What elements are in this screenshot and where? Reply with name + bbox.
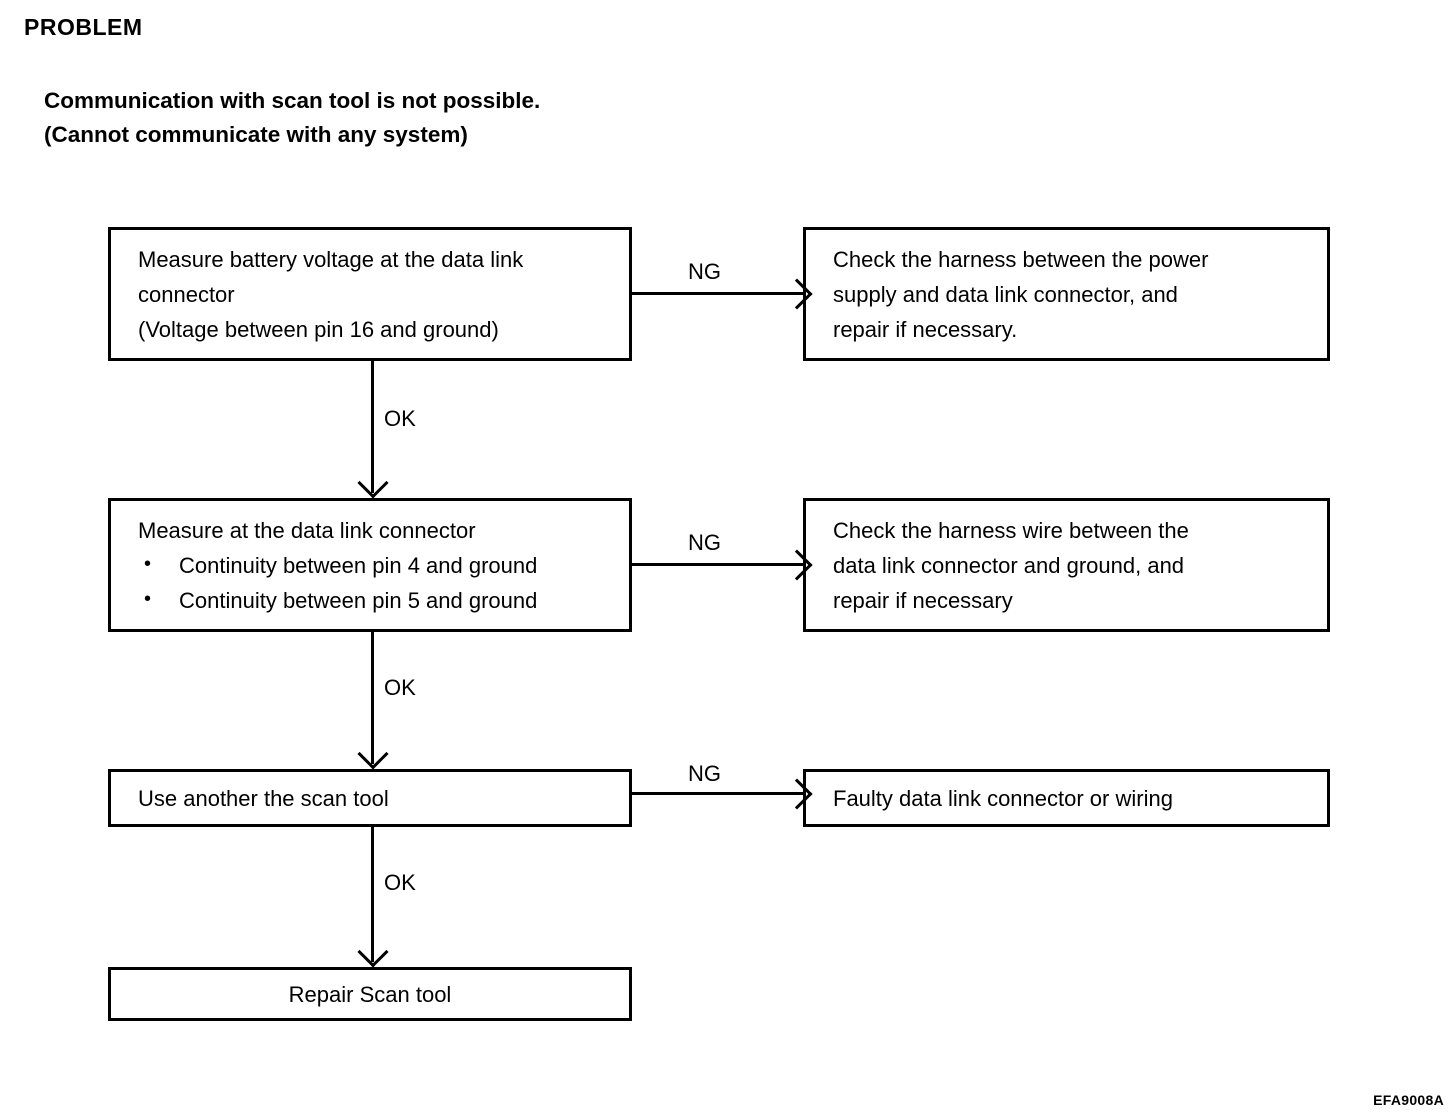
flow-node-text-line: Measure battery voltage at the data link <box>138 246 524 272</box>
flow-node-bullet-item: Continuity between pin 4 and ground <box>138 547 629 583</box>
flow-edge-label-ok-1: OK <box>384 406 416 431</box>
flow-node-repair-tool: Repair Scan tool <box>108 967 632 1021</box>
flow-edge-label-ng-3: NG <box>688 761 721 786</box>
flow-node-check-ground: Check the harness wire between the data … <box>803 498 1330 632</box>
figure-code: EFA9008A <box>1373 1092 1444 1108</box>
page-title: PROBLEM <box>24 14 143 40</box>
flow-node-text-line: Use another the scan tool <box>138 785 389 811</box>
flow-edge-label-ng-2: NG <box>688 530 721 555</box>
flow-node-measure-dlc: Measure at the data link connector Conti… <box>108 498 632 632</box>
flow-edge-ok-3-arrow <box>371 827 374 962</box>
flow-edge-label-ok-2: OK <box>384 675 416 700</box>
flow-edge-ok-2-arrow <box>371 632 374 764</box>
flow-node-another-tool: Use another the scan tool <box>108 769 632 827</box>
flow-edge-ng-1-arrow <box>632 292 806 295</box>
flow-node-text-line: Check the harness between the power <box>833 246 1209 272</box>
flow-node-text-line: (Voltage between pin 16 and ground) <box>138 316 499 342</box>
flow-node-faulty-dlc: Faulty data link connector or wiring <box>803 769 1330 827</box>
flow-node-text-line: Repair Scan tool <box>288 981 452 1007</box>
flow-node-bullet-item: Continuity between pin 5 and ground <box>138 582 629 618</box>
flow-node-measure-battery: Measure battery voltage at the data link… <box>108 227 632 361</box>
flow-edge-ng-2-arrow <box>632 563 806 566</box>
flow-node-text-line: repair if necessary <box>833 587 1013 613</box>
flow-node-text-line: connector <box>138 281 235 307</box>
problem-statement-line-1: Communication with scan tool is not poss… <box>44 88 541 113</box>
flow-node-check-power: Check the harness between the power supp… <box>803 227 1330 361</box>
flow-edge-label-ng-1: NG <box>688 259 721 284</box>
flow-node-bullet-list: Continuity between pin 4 and ground Cont… <box>138 547 629 618</box>
flow-node-text-line: Faulty data link connector or wiring <box>833 785 1173 811</box>
problem-statement: Communication with scan tool is not poss… <box>44 84 540 152</box>
flow-node-text-line: repair if necessary. <box>833 316 1018 342</box>
flow-edge-ng-3-arrow <box>632 792 806 795</box>
flow-edge-ok-1-arrow <box>371 361 374 493</box>
flow-node-text-line: Measure at the data link connector <box>138 517 476 543</box>
flow-node-text-line: data link connector and ground, and <box>833 552 1185 578</box>
flow-node-text-line: supply and data link connector, and <box>833 281 1178 307</box>
flow-edge-label-ok-3: OK <box>384 870 416 895</box>
problem-statement-line-2: (Cannot communicate with any system) <box>44 122 468 147</box>
flow-node-text-line: Check the harness wire between the <box>833 517 1189 543</box>
